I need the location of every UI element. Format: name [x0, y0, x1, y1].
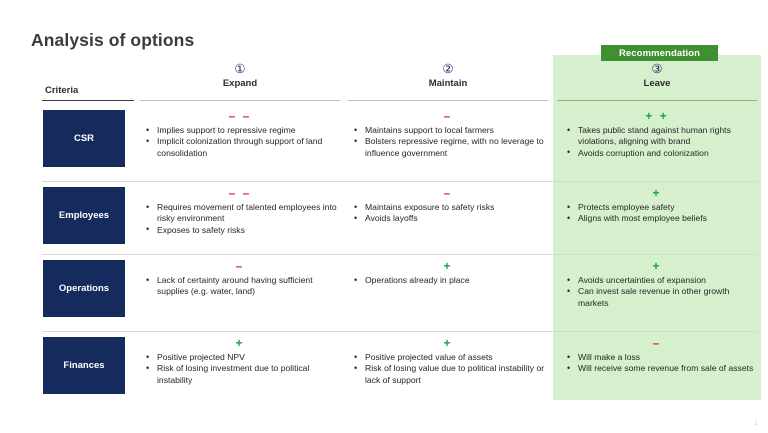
list-item: Avoids layoffs [350, 213, 550, 225]
score-csr-leave: + + [645, 109, 669, 123]
column-2-header-rule [348, 100, 548, 101]
cell-employees-expand: – – Requires movement of talented employ… [136, 187, 344, 253]
bullet-list: Operations already in place [344, 274, 552, 286]
cell-employees-leave: + Protects employee safety Aligns with m… [553, 187, 761, 253]
row-divider [42, 181, 758, 182]
bullet-list: Lack of certainty around having sufficie… [136, 275, 344, 298]
score-finances-expand: + [235, 336, 245, 350]
cell-csr-expand: – – Implies support to repressive regime… [136, 110, 344, 180]
list-item: Implies support to repressive regime [142, 124, 342, 136]
list-item: Risk of losing value due to political in… [350, 363, 550, 386]
score-finances-maintain: + [443, 336, 453, 350]
bullet-list: Will make a loss Will receive some reven… [553, 351, 761, 375]
score-operations-maintain: + [443, 259, 453, 273]
cell-operations-expand: – Lack of certainty around having suffic… [136, 260, 344, 330]
table-row: Employees – – Requires movement of talen… [0, 187, 768, 253]
criteria-header-rule [42, 100, 134, 101]
list-item: Avoids corruption and colonization [563, 147, 757, 159]
score-employees-leave: + [652, 186, 662, 200]
score-csr-expand: – – [228, 109, 252, 123]
list-item: Requires movement of talented employees … [142, 202, 342, 225]
cell-csr-maintain: – Maintains support to local farmers Bol… [344, 110, 552, 180]
list-item: Aligns with most employee beliefs [563, 213, 757, 225]
list-item: Can invest sale revenue in other growth … [563, 286, 757, 309]
recommended-column-highlight [553, 55, 761, 400]
score-csr-maintain: – [443, 109, 453, 123]
score-finances-leave: – [652, 336, 662, 350]
score-operations-leave: + [652, 259, 662, 273]
list-item: Takes public stand against human rights … [563, 125, 757, 148]
cell-operations-maintain: + Operations already in place [344, 260, 552, 330]
cell-finances-maintain: + Positive projected value of assets Ris… [344, 337, 552, 401]
table-row: CSR – – Implies support to repressive re… [0, 110, 768, 180]
cell-finances-leave: – Will make a loss Will receive some rev… [553, 337, 761, 401]
recommendation-badge: Recommendation [601, 45, 718, 61]
table-row: Operations – Lack of certainty around ha… [0, 260, 768, 330]
list-item: Will make a loss [563, 351, 757, 363]
list-item: Will receive some revenue from sale of a… [563, 363, 757, 375]
list-item: Maintains support to local farmers [350, 124, 550, 136]
list-item: Operations already in place [350, 274, 550, 286]
list-item: Avoids uncertainties of expansion [563, 274, 757, 286]
row-divider [42, 331, 758, 332]
list-item: Risk of losing investment due to politic… [142, 363, 342, 386]
list-item: Exposes to safety risks [142, 224, 342, 236]
criteria-chip-csr: CSR [43, 110, 125, 167]
bullet-list: Positive projected NPV Risk of losing in… [136, 351, 344, 386]
criteria-chip-operations: Operations [43, 260, 125, 317]
criteria-chip-finances: Finances [43, 337, 125, 394]
column-number-icon-1: ① [234, 62, 246, 76]
list-item: Positive projected NPV [142, 351, 342, 363]
bullet-list: Implies support to repressive regime Imp… [136, 124, 344, 159]
score-operations-expand: – [235, 259, 245, 273]
bullet-list: Requires movement of talented employees … [136, 202, 344, 237]
cell-operations-leave: + Avoids uncertainties of expansion Can … [553, 260, 761, 330]
list-item: Maintains exposure to safety risks [350, 201, 550, 213]
bullet-list: Maintains exposure to safety risks Avoid… [344, 201, 552, 225]
column-3-header-rule [557, 100, 757, 101]
table-row: Finances + Positive projected NPV Risk o… [0, 337, 768, 401]
bullet-list: Maintains support to local farmers Bolst… [344, 124, 552, 159]
column-number-icon-3: ③ [651, 62, 663, 76]
bullet-list: Avoids uncertainties of expansion Can in… [553, 274, 761, 309]
bullet-list: Protects employee safety Aligns with mos… [553, 201, 761, 225]
column-header-expand: ① Expand [136, 62, 344, 90]
cell-csr-leave: + + Takes public stand against human rig… [553, 110, 761, 180]
column-label-2: Maintain [428, 78, 468, 89]
column-1-header-rule [140, 100, 340, 101]
list-item: Lack of certainty around having sufficie… [142, 275, 342, 298]
cell-employees-maintain: – Maintains exposure to safety risks Avo… [344, 187, 552, 253]
list-item: Positive projected value of assets [350, 351, 550, 363]
cell-finances-expand: + Positive projected NPV Risk of losing … [136, 337, 344, 401]
column-header-leave: ③ Leave [553, 62, 761, 90]
column-label-1: Expand [222, 78, 258, 89]
bullet-list: Takes public stand against human rights … [553, 125, 761, 160]
column-number-icon-2: ② [442, 62, 454, 76]
list-item: Bolsters repressive regime, with no leve… [350, 136, 550, 159]
column-header-maintain: ② Maintain [344, 62, 552, 90]
score-employees-maintain: – [443, 186, 453, 200]
bullet-list: Positive projected value of assets Risk … [344, 351, 552, 386]
list-item: Implicit colonization through support of… [142, 136, 342, 159]
column-label-3: Leave [643, 78, 671, 89]
criteria-column-header: Criteria [45, 85, 79, 96]
list-item: Protects employee safety [563, 201, 757, 213]
page-number: 1 [754, 420, 758, 427]
criteria-chip-employees: Employees [43, 187, 125, 244]
row-divider [42, 254, 758, 255]
page-title: Analysis of options [31, 30, 195, 50]
score-employees-expand: – – [228, 186, 252, 200]
